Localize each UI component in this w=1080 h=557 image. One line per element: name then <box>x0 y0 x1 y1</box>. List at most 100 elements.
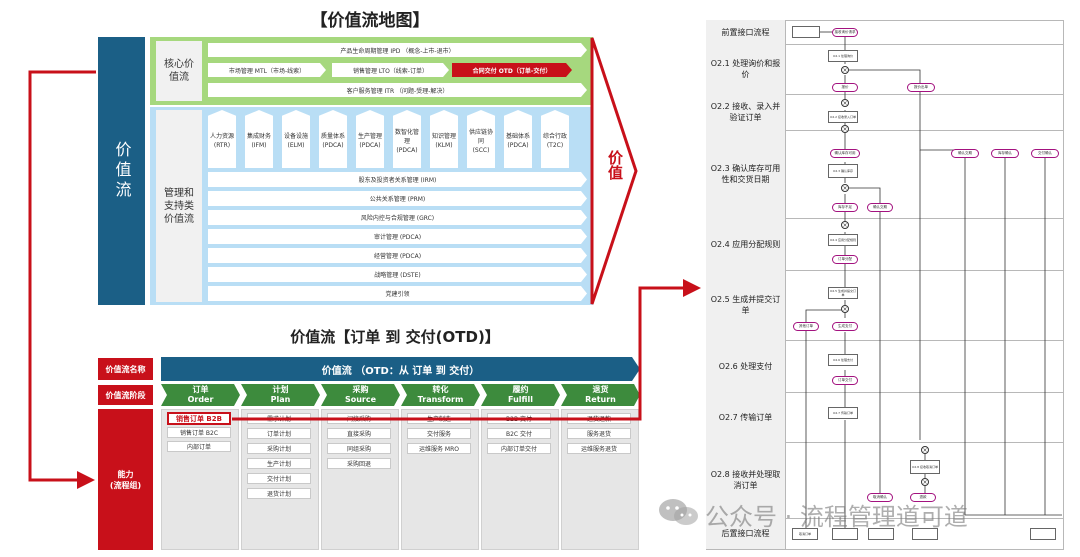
pillar-name: 供应链协同 <box>468 128 493 145</box>
process-node: 订单分配 <box>832 255 858 264</box>
lane-label: O2.6 处理支付 <box>706 340 786 392</box>
pillar-name: 基础体系 <box>505 133 530 140</box>
capability-plan-item: 交付计划 <box>247 473 311 484</box>
itr-bar: 客户服务管理 ITR （问题-受理-解决） <box>208 83 587 97</box>
post-interface-box <box>832 528 858 540</box>
value-stream-stage-label: 价值流阶段 <box>98 385 153 405</box>
ipd-bar: 产品生命周期管理 IPD （概念-上市-退市） <box>208 43 587 57</box>
process-node: 订单交付 <box>832 376 858 385</box>
pre-interface-box <box>792 26 820 38</box>
capability-source-item: 采购回退 <box>327 458 391 469</box>
capability-b2b-order: 销售订单 B2B <box>167 412 231 425</box>
pillar-digital: 数智化管理(PDCA) <box>393 110 421 168</box>
capability-source-item: 直接采购 <box>327 428 391 439</box>
gateway-icon: × <box>841 305 849 313</box>
pillar-quality: 质量体系 (PDCA) <box>319 110 347 168</box>
lane-label: O2.1 处理询价和报价 <box>706 44 786 94</box>
pillar-abbr: (T2C) <box>546 142 564 149</box>
capability-internal-order: 内部订单 <box>167 441 231 452</box>
pillar-abbr: (PDCA) <box>359 142 381 149</box>
pillar-name: 质量体系 <box>320 133 345 140</box>
capability-plan-item: 订单计划 <box>247 428 311 439</box>
capability-transform-item: 交付服务 <box>407 428 471 439</box>
pillar-knowledge: 知识管理(KLM) <box>430 110 458 168</box>
lane-label: 前置接口流程 <box>706 20 786 44</box>
capability-fulfill-item: 内部订单交付 <box>487 443 551 454</box>
gateway-icon: × <box>841 99 849 107</box>
activity-node: O2.3 确认库存 <box>828 164 858 178</box>
activity-node: O2.2 接收录入订单 <box>828 111 858 123</box>
activity-node: O2.8 接收取消订单 <box>910 460 940 474</box>
lane-label: O2.8 接收并处理取消订单 <box>706 442 786 518</box>
pillar-basic-system: 基础体系(PDCA) <box>504 110 532 168</box>
activity-node: O2.1 处理询价 <box>828 50 858 62</box>
activity-node: O2.5 生成并提交订单 <box>828 287 858 299</box>
capability-return-item: 退货退款 <box>567 413 631 424</box>
capability-plan-item: 退货计划 <box>247 488 311 499</box>
mgmt-bar-audit: 审计管理 (PDCA) <box>208 229 587 244</box>
pillar-equipment: 设备设施(ELM) <box>282 110 310 168</box>
mgmt-bar-operations: 经营管理 (PDCA) <box>208 248 587 263</box>
process-node: 报价出单 <box>907 83 935 92</box>
otd-title: 价值流【订单 到 交付(OTD)】 <box>290 328 500 346</box>
pillar-name: 数智化管理 <box>394 128 419 145</box>
pillar-abbr: (PDCA) <box>396 146 418 154</box>
capability-transform-item: 生产制造 <box>407 413 471 424</box>
gateway-icon: × <box>921 478 929 486</box>
mgmt-bar-grc: 风险内控与合规管理 (GRC) <box>208 210 587 225</box>
pillar-abbr: (RTR) <box>213 142 231 149</box>
lane-label: O2.3 确认库存可用性和交货日期 <box>706 130 786 218</box>
wechat-icon <box>655 496 703 528</box>
capability-plan-item: 需求计划 <box>247 413 311 424</box>
capability-plan-item: 生产计划 <box>247 458 311 469</box>
capability-source-item: 同组采购 <box>327 443 391 454</box>
process-node: 库存确认 <box>991 149 1019 158</box>
process-node: 库存不足 <box>832 203 858 212</box>
pillar-name: 知识管理 <box>431 133 456 140</box>
pillar-name: 集成财务 <box>246 133 271 140</box>
capability-plan-item: 采购计划 <box>247 443 311 454</box>
mgmt-bar-prm: 公共关系管理 (PRM) <box>208 191 587 206</box>
pillar-supply-chain: 供应链协同(SCC) <box>467 110 495 168</box>
activity-node: O2.6 处理支付 <box>828 354 858 366</box>
pillar-production: 生产管理(PDCA) <box>356 110 384 168</box>
lane-label: O2.5 生成并提交订单 <box>706 270 786 340</box>
mgmt-bar-party: 党建引领 <box>208 286 587 301</box>
mgmt-bar-irm: 股东及投资者关系管理 (IRM) <box>208 172 587 187</box>
post-interface-box <box>868 528 894 540</box>
capability-b2c-order: 销售订单 B2C <box>167 427 231 438</box>
value-stream-map-title: 【价值流地图】 <box>310 11 430 31</box>
lane-label: 后置接口流程 <box>706 518 786 549</box>
management-support-label: 管理和支持类价值流 <box>156 110 202 302</box>
lane-label: O2.7 传输订单 <box>706 392 786 442</box>
lto-bar: 销售管理 LTO（线索-订单） <box>332 63 449 77</box>
capability-transform-item: 运维服务 MRO <box>407 443 471 454</box>
value-stream-name-label: 价值流名称 <box>98 358 153 380</box>
otd-bar: 合同交付 OTD（订单-交付） <box>452 63 572 77</box>
process-node: 确认库存可用 <box>830 149 860 158</box>
process-node: 报价 <box>832 83 858 92</box>
post-interface-box: 取消订单 <box>792 528 818 540</box>
pillar-abbr: (PDCA) <box>322 142 344 149</box>
pillar-abbr: (IFM) <box>251 142 267 149</box>
gateway-icon: × <box>921 446 929 454</box>
pillar-finance: 集成财务 (IFM) <box>245 110 273 168</box>
capability-return-item: 运维服务退货 <box>567 443 631 454</box>
gateway-icon: × <box>841 221 849 229</box>
core-value-stream-label: 核心价值流 <box>156 41 202 101</box>
process-node: 其他订单 <box>793 322 819 331</box>
value-label: 价值 <box>606 150 624 180</box>
pillar-admin: 综合行政 (T2C) <box>541 110 569 168</box>
process-node: 确认交期 <box>951 149 979 158</box>
pillar-hr: 人力资源(RTR) <box>208 110 236 168</box>
process-node: 退款 <box>910 493 936 502</box>
value-stream-name: 价值流 （OTD：从 订单 到 交付） <box>161 357 640 381</box>
watermark: 公众号 · 流程管理道可道 <box>705 503 968 531</box>
capability-fulfill-item: B2B 交付 <box>487 413 551 424</box>
lane-label: O2.2 接收、录入并验证订单 <box>706 94 786 130</box>
pillar-name: 综合行政 <box>542 133 567 140</box>
